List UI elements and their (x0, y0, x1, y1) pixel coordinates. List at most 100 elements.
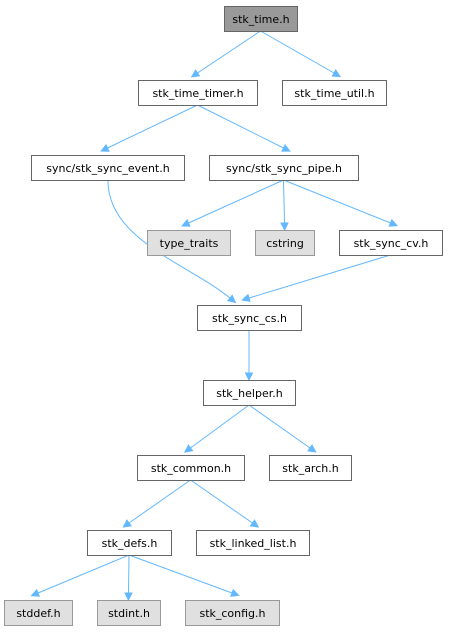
node-label: stk_arch.h (282, 462, 338, 475)
edge-stk_time_timer_h-to-sync_stk_sync_event_h (100, 104, 198, 152)
node-label: stddef.h (16, 607, 60, 620)
node-box (97, 600, 161, 626)
node-type-traits: type_traits (147, 230, 231, 256)
node-stk-helper-h[interactable]: stk_helper.h (203, 380, 296, 406)
node-box (137, 455, 245, 481)
edge-arrowhead (184, 444, 194, 453)
node-box (224, 6, 298, 32)
edge-stk_defs_h-to-stdint_h (124, 554, 133, 602)
edge-arrowhead (230, 588, 240, 597)
edge-line (190, 479, 253, 524)
edge-stk_sync_cs_h-to-stk_helper_h (244, 330, 254, 382)
node-stdint-h: stdint.h (97, 600, 161, 626)
edge-arrowhead (281, 143, 291, 152)
edge-line (128, 554, 130, 594)
node-box (147, 230, 231, 256)
node-label: type_traits (160, 237, 219, 250)
node-label: cstring (266, 237, 304, 250)
node-stk-time-util-h[interactable]: stk_time_util.h (282, 80, 387, 106)
node-stk-common-h[interactable]: stk_common.h (137, 455, 245, 481)
edge-arrowhead (124, 592, 133, 602)
node-label: stk_time_timer.h (152, 87, 243, 100)
node-box (209, 155, 359, 181)
node-box (339, 230, 443, 256)
edge-stk_sync_cv_h-to-stk_sync_cs_h (241, 254, 391, 302)
node-label: stk_linked_list.h (210, 537, 297, 550)
node-label: stk_sync_cs.h (212, 312, 287, 325)
edge-arrowhead (388, 218, 399, 227)
node-label: stk_common.h (151, 462, 231, 475)
node-stddef-h: stddef.h (4, 600, 73, 626)
node-sync-stk-sync-pipe-h[interactable]: sync/stk_sync_pipe.h (209, 155, 359, 181)
edge-line (37, 554, 130, 594)
edge-line (128, 479, 191, 524)
node-box (138, 80, 258, 106)
node-box (282, 80, 387, 106)
node-label: sync/stk_sync_pipe.h (226, 162, 342, 175)
node-stk-sync-cv-h[interactable]: stk_sync_cv.h (339, 230, 443, 256)
edge-line (248, 254, 391, 299)
edge-line (190, 404, 250, 449)
edge-stk_defs_h-to-stk_config_h (128, 554, 240, 597)
node-stk-time-timer-h[interactable]: stk_time_timer.h (138, 80, 258, 106)
node-stk-arch-h[interactable]: stk_arch.h (269, 455, 352, 481)
node-label: sync/stk_sync_event.h (46, 162, 169, 175)
edge-stk_time_h-to-stk_time_timer_h (190, 30, 261, 78)
edge-line (197, 104, 284, 149)
edge-stk_common_h-to-stk_defs_h (122, 479, 191, 528)
edge-arrowhead (122, 519, 132, 528)
edge-stk_helper_h-to-stk_common_h (184, 404, 250, 453)
node-box (31, 155, 185, 181)
node-stk-linked-list-h[interactable]: stk_linked_list.h (196, 530, 310, 556)
edge-arrowhead (241, 293, 251, 302)
edge-arrowhead (244, 372, 254, 382)
edge-arrowhead (100, 143, 110, 152)
node-cstring: cstring (255, 230, 315, 256)
edge-sync_stk_sync_pipe_h-to-type_traits (181, 179, 284, 227)
edge-line (248, 404, 311, 449)
edge-arrowhead (30, 588, 41, 597)
node-box (197, 305, 302, 331)
edge-line (188, 179, 284, 224)
node-label: stk_helper.h (216, 387, 282, 400)
edge-stk_common_h-to-stk_linked_list_h (190, 479, 260, 528)
nodes-layer: stk_time.h stk_time_timer.h stk_time_util.… (4, 6, 443, 626)
node-stk-config-h: stk_config.h (185, 600, 280, 626)
node-label: stk_sync_cv.h (354, 237, 429, 250)
edge-line (260, 30, 335, 74)
node-box (269, 455, 352, 481)
node-label: stk_config.h (199, 607, 265, 620)
edge-stk_defs_h-to-stddef_h (30, 554, 130, 597)
edge-arrowhead (226, 294, 237, 304)
node-box (255, 230, 315, 256)
node-stk-defs-h[interactable]: stk_defs.h (87, 530, 172, 556)
edge-stk_time_timer_h-to-sync_stk_sync_pipe_h (197, 104, 291, 152)
edge-stk_helper_h-to-stk_arch_h (248, 404, 317, 453)
edge-arrowhead (190, 69, 201, 78)
edge-sync_stk_sync_pipe_h-to-stk_sync_cv_h (283, 179, 399, 227)
node-box (196, 530, 310, 556)
edge-line (107, 104, 198, 149)
node-label: stdint.h (108, 607, 150, 620)
edge-arrowhead (181, 218, 191, 227)
node-box (87, 530, 172, 556)
node-box (185, 600, 280, 626)
node-stk-time-h[interactable]: stk_time.h (224, 6, 298, 32)
edge-line (283, 179, 391, 224)
node-label: stk_time.h (232, 13, 289, 26)
node-box (4, 600, 73, 626)
edge-stk_time_h-to-stk_time_util_h (260, 30, 342, 78)
edge-arrowhead (280, 222, 289, 232)
node-sync-stk-sync-event-h[interactable]: sync/stk_sync_event.h (31, 155, 185, 181)
edge-arrowhead (331, 69, 342, 78)
node-label: stk_defs.h (102, 537, 158, 550)
edge-sync_stk_sync_pipe_h-to-cstring (280, 179, 289, 232)
node-label: stk_time_util.h (294, 87, 374, 100)
node-box (203, 380, 296, 406)
edge-arrowhead (307, 444, 317, 453)
edge-arrowhead (249, 519, 260, 528)
node-stk-sync-cs-h[interactable]: stk_sync_cs.h (197, 305, 302, 331)
edge-line (283, 179, 285, 224)
edge-line (128, 554, 233, 594)
